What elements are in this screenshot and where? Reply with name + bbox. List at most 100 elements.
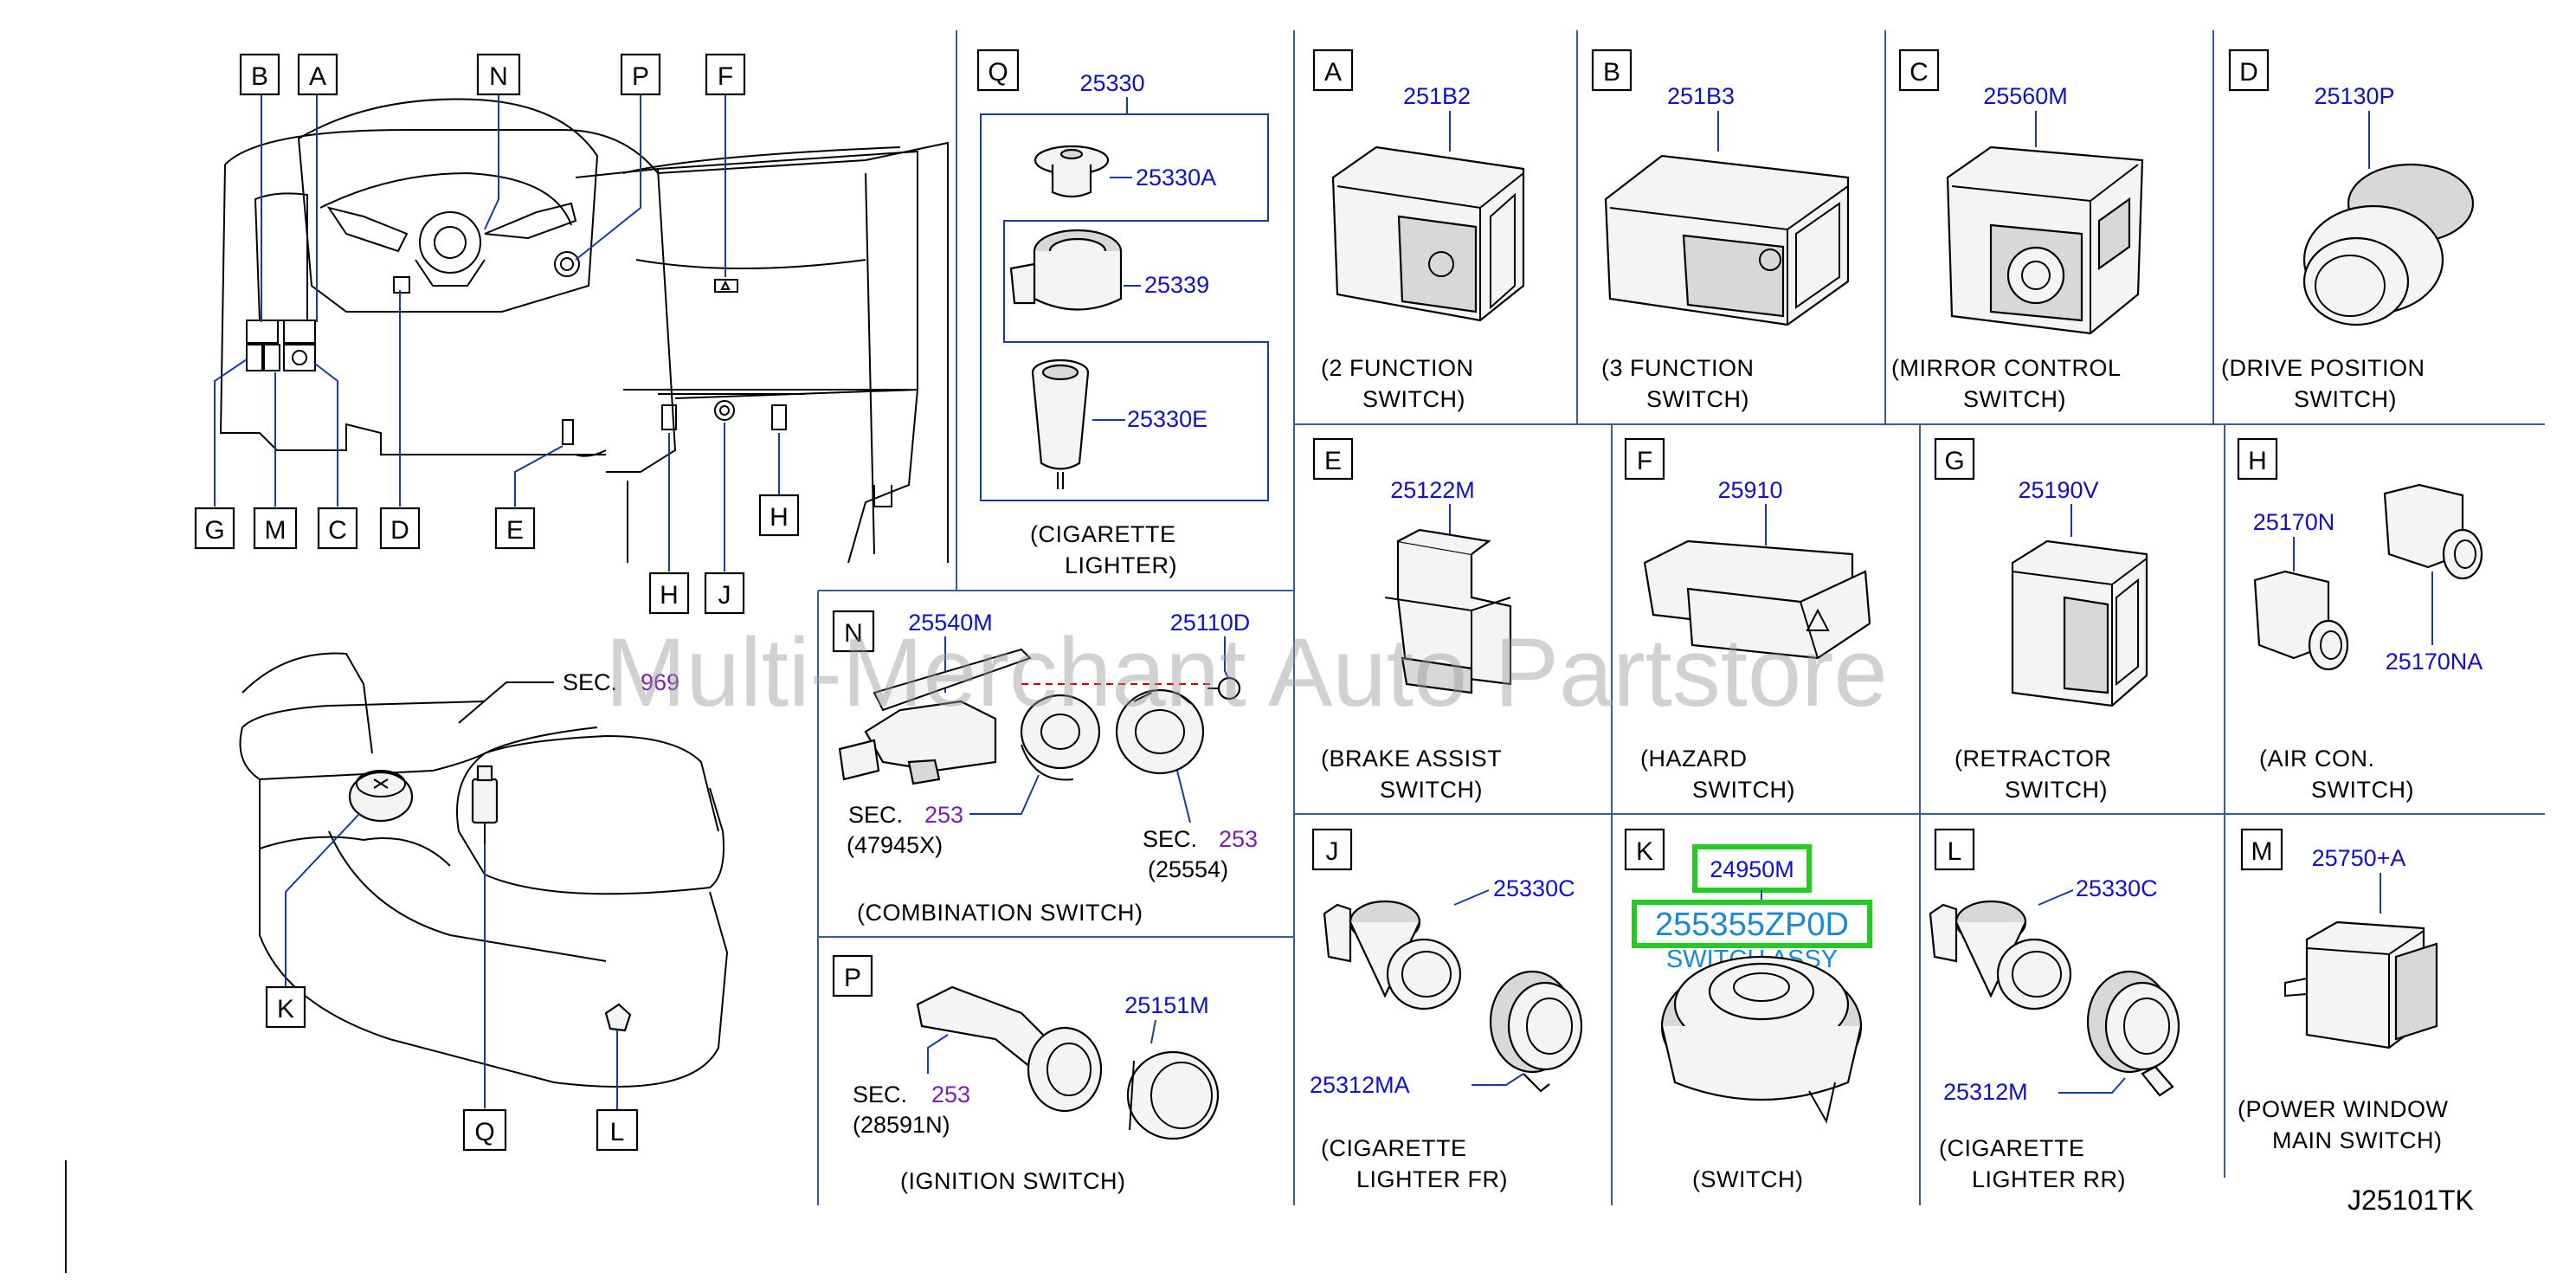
- panel-J-caption-1: (CIGARETTE: [1321, 1135, 1467, 1161]
- panel-D-caption-1: (DRIVE POSITION: [2221, 355, 2425, 381]
- panel-C-letter: C: [1909, 58, 1929, 87]
- callout-H-left: H: [660, 581, 679, 610]
- panel-H-caption-2: SWITCH): [2311, 777, 2414, 803]
- panel-N-sec-num-1: 253: [924, 802, 963, 828]
- part-25151M: 25151M: [1124, 992, 1209, 1018]
- part-25330E: 25330E: [1127, 406, 1208, 432]
- panel-Q-caption-1: (CIGARETTE: [1030, 521, 1176, 547]
- part-25560M: 25560M: [1983, 83, 2068, 109]
- callout-C: C: [328, 516, 347, 545]
- panel-E-letter: E: [1324, 447, 1342, 475]
- callout-P: P: [632, 62, 649, 91]
- panel-M-caption-1: (POWER WINDOW: [2238, 1096, 2448, 1122]
- part-25910: 25910: [1717, 477, 1782, 503]
- panel-Q-letter: Q: [988, 58, 1008, 87]
- panel-M-caption-2: MAIN SWITCH): [2272, 1127, 2442, 1153]
- callout-K: K: [277, 995, 294, 1023]
- part-25190V: 25190V: [2018, 477, 2098, 503]
- panel-N-sec-2: SEC.: [1143, 826, 1197, 852]
- panel-Q: Q 25330 25330A 25339 25330E (CIGARETTE L…: [976, 48, 1269, 578]
- panel-E-caption-2: SWITCH): [1380, 777, 1483, 803]
- panel-C-caption-2: SWITCH): [1963, 386, 2066, 412]
- part-251B2: 251B2: [1403, 83, 1471, 109]
- part-25540M: 25540M: [908, 610, 993, 636]
- panel-D-caption-2: SWITCH): [2294, 386, 2397, 412]
- panel-J-caption-2: LIGHTER FR): [1356, 1166, 1508, 1192]
- part-25330: 25330: [1079, 70, 1144, 96]
- part-25312MA: 25312MA: [1310, 1072, 1410, 1098]
- panel-F: F 25910 (HAZARD SWITCH): [1624, 437, 1871, 803]
- part-25750A: 25750+A: [2312, 845, 2406, 871]
- part-25130P: 25130P: [2314, 83, 2394, 109]
- highlight-24950M: [1692, 844, 1812, 893]
- callout-Q: Q: [474, 1118, 494, 1146]
- panel-A-letter: A: [1324, 58, 1342, 87]
- panel-M-letter: M: [2251, 837, 2273, 866]
- part-25330C-fr: 25330C: [1493, 875, 1575, 901]
- panel-A: A 251B2 (2 FUNCTION SWITCH): [1312, 48, 1525, 412]
- panel-E: E 25122M (BRAKE ASSIST SWITCH): [1312, 437, 1512, 803]
- callout-M: M: [265, 516, 287, 545]
- callout-A: A: [309, 62, 326, 91]
- panel-L-caption-2: LIGHTER RR): [1972, 1166, 2126, 1192]
- watermark: Multi-Merchant Auto Partstore: [605, 618, 1887, 726]
- panel-F-letter: F: [1637, 447, 1652, 475]
- callout-F: F: [718, 62, 733, 91]
- panel-H: H 25170N 25170NA (AIR CON. SWITCH): [2237, 437, 2483, 803]
- panel-P-caption: (IGNITION SWITCH): [900, 1168, 1125, 1194]
- panel-J-letter: J: [1326, 837, 1339, 866]
- part-255355ZP0D[interactable]: 255355ZP0D: [1655, 907, 1849, 943]
- panel-C: C 25560M (MIRROR CONTROL SWITCH): [1891, 48, 2144, 412]
- panel-P-letter: P: [844, 964, 861, 992]
- callout-L: L: [610, 1118, 625, 1146]
- part-251B3: 251B3: [1667, 83, 1735, 109]
- panel-P-sec-num: 253: [931, 1082, 970, 1107]
- panel-N-letter: N: [844, 619, 863, 648]
- panel-G-letter: G: [1944, 447, 1964, 475]
- console-overview: SEC. 969: [239, 652, 729, 1113]
- highlight-255355ZP0D[interactable]: [1632, 900, 1872, 948]
- panel-N-caption: (COMBINATION SWITCH): [857, 900, 1143, 926]
- panel-D-letter: D: [2239, 58, 2258, 87]
- callout-B: B: [251, 62, 268, 91]
- console-sec-label: SEC.: [563, 669, 617, 695]
- part-25170N: 25170N: [2253, 509, 2335, 535]
- panel-N-sec-ref-1: (47945X): [847, 832, 943, 858]
- panel-L-letter: L: [1948, 837, 1962, 866]
- part-25339: 25339: [1144, 272, 1209, 298]
- panel-D: D 25130P (DRIVE POSITION SWITCH): [2221, 48, 2475, 412]
- console-sec-number: 969: [641, 669, 679, 695]
- part-25330A: 25330A: [1136, 165, 1216, 190]
- panel-L-caption-1: (CIGARETTE: [1939, 1135, 2085, 1161]
- panel-B-caption-1: (3 FUNCTION: [1601, 355, 1755, 381]
- panel-P-sec-ref: (28591N): [853, 1112, 950, 1138]
- panel-K: K 24950M 255355ZP0D SWITCH ASSY (SWITCH): [1624, 828, 1872, 1192]
- panel-N: N 25540M 25110D SEC. 253 (47945X) SEC. 2…: [832, 610, 1258, 926]
- callout-G: G: [204, 516, 224, 545]
- part-25312M: 25312M: [1943, 1079, 2028, 1105]
- part-25330C-rr: 25330C: [2076, 875, 2158, 901]
- panel-E-caption-1: (BRAKE ASSIST: [1321, 746, 1502, 772]
- panel-L: L 25330C 25312M (CIGARETTE LIGHTER RR): [1929, 828, 2180, 1192]
- panel-F-caption-1: (HAZARD: [1640, 746, 1748, 772]
- panel-G-caption-1: (RETRACTOR: [1955, 746, 2112, 772]
- panel-A-caption-2: SWITCH): [1362, 386, 1465, 412]
- panel-C-caption-1: (MIRROR CONTROL: [1891, 355, 2122, 381]
- panel-B-letter: B: [1603, 58, 1620, 87]
- panel-A-caption-1: (2 FUNCTION: [1321, 355, 1474, 381]
- part-24950M: 24950M: [1710, 856, 1794, 882]
- panel-N-sec-num-2: 253: [1219, 826, 1258, 852]
- console-callouts: K Q L: [265, 985, 639, 1152]
- panel-P: P 25151M SEC. 253 (28591N) (IGNITION SWI…: [832, 954, 1220, 1194]
- panel-N-sec-ref-2: (25554): [1148, 856, 1228, 882]
- panel-B: B 251B3 (3 FUNCTION SWITCH): [1591, 48, 1850, 412]
- panel-H-caption-1: (AIR CON.: [2259, 746, 2375, 772]
- panel-Q-caption-2: LIGHTER): [1065, 552, 1177, 578]
- overview-callouts: B A N P F G M C D E H H J: [194, 53, 800, 615]
- panel-G: G 25190V (RETRACTOR SWITCH): [1934, 437, 2148, 803]
- part-25110D: 25110D: [1170, 610, 1251, 636]
- panel-K-letter: K: [1636, 837, 1653, 866]
- panel-G-caption-2: SWITCH): [2005, 777, 2108, 803]
- callout-D: D: [390, 516, 409, 545]
